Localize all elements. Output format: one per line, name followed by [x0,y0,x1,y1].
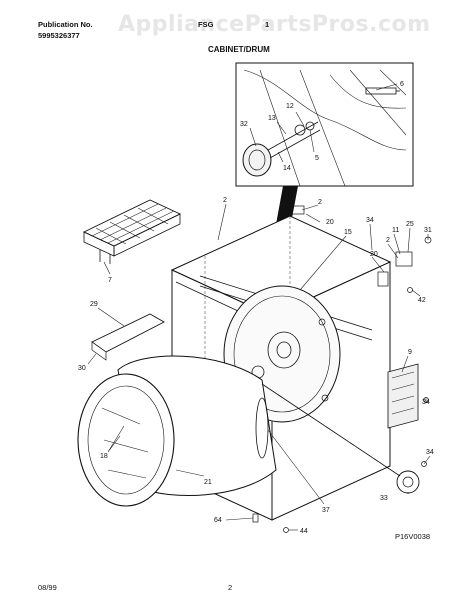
callout-34-heater: 34 [422,399,430,406]
callout-33: 33 [380,495,388,502]
lint-filter [91,313,165,361]
callout-2-side: 2 [386,237,390,244]
footer-date: 08/99 [38,583,57,592]
callout-15: 15 [344,229,352,236]
model-number-suffix: 1 [265,20,270,29]
inset-detail-box [235,62,414,187]
callout-29: 29 [90,301,98,308]
callout-11: 11 [392,227,399,234]
callout-64: 64 [214,517,222,524]
callout-37: 37 [322,507,330,514]
callout-5: 5 [315,155,319,162]
publication-number: 5995326377 [38,31,80,40]
callout-9: 9 [408,349,412,356]
callout-20-side: 20 [370,251,378,258]
model-number-partial: FSG [198,20,214,29]
dryer-rack [82,199,182,264]
callout-30: 30 [78,365,86,372]
figure-code: P16V0038 [395,532,431,541]
callout-44: 44 [300,528,308,535]
callout-2-cabinet: 2 [223,197,227,204]
callout-13: 13 [268,115,276,122]
callout-34-top: 34 [366,217,374,224]
callout-31: 31 [424,227,432,234]
section-title: CABINET/DRUM [208,45,270,54]
callout-34-motor: 34 [426,449,434,456]
callout-7: 7 [108,277,112,284]
callout-14: 14 [283,165,291,172]
publication-label: Publication No. [38,20,93,29]
page-number: 2 [228,583,233,592]
callout-21: 21 [204,479,212,486]
callout-18: 18 [100,453,108,460]
watermark: AppliancePartsPros.com [118,12,431,37]
drive-motor-pulley [261,383,420,494]
heater-box [387,363,419,429]
callout-20-top: 20 [326,219,334,226]
callout-32: 32 [240,121,248,128]
callout-12: 12 [286,103,294,110]
leader-lines [87,83,431,531]
drum [77,355,277,507]
callout-25: 25 [406,221,414,228]
callout-2-bracket: 2 [318,199,322,206]
callout-42: 42 [418,297,426,304]
callout-6: 6 [400,81,404,88]
